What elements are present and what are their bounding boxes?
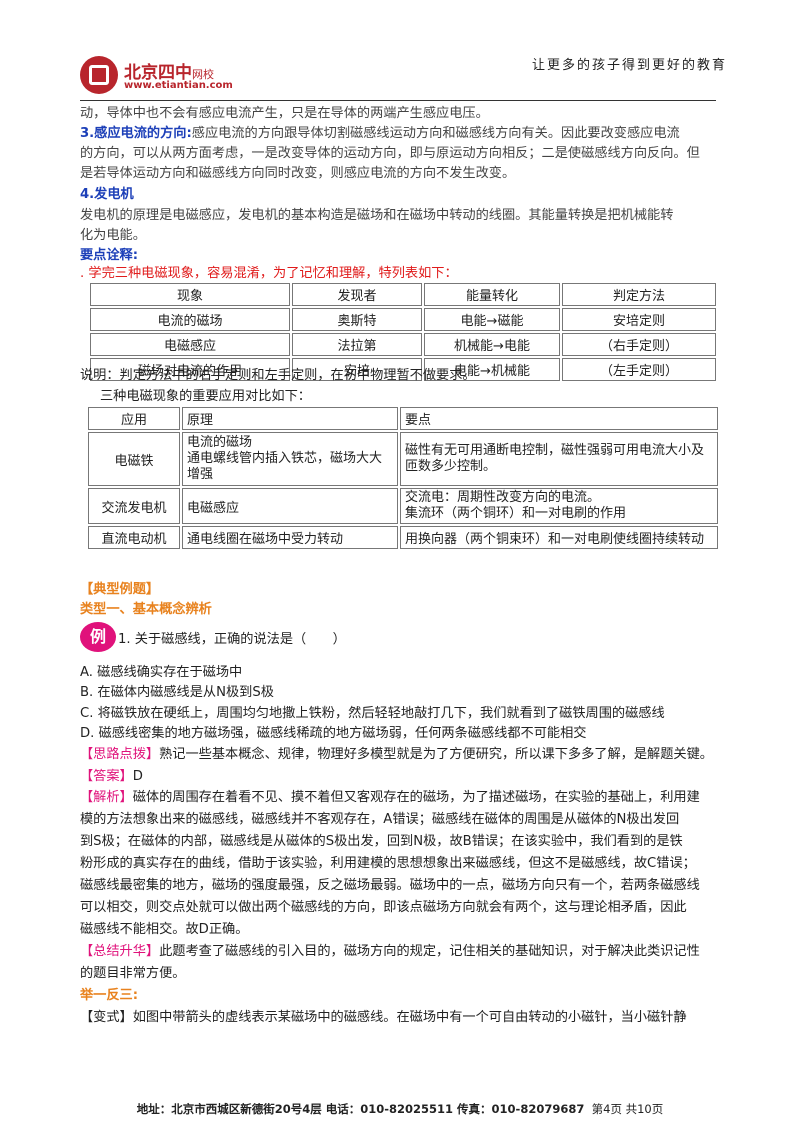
table-cell: 用换向器（两个铜束环）和一对电刷使线圈持续转动: [400, 526, 718, 549]
table-cell: （左手定则）: [562, 358, 716, 381]
question-1: 1. 关于磁感线，正确的说法是（ ）: [118, 632, 346, 647]
header-rule: [80, 100, 716, 101]
section-3-title: 3.感应电流的方向:: [80, 126, 192, 141]
table-cell: 通电线圈在磁场中受力转动: [182, 526, 398, 549]
table-cell: 电能→磁能: [424, 308, 560, 331]
paragraph-continued: 动，导体中也不会有感应电流产生，只是在导体的两端产生感应电压。: [80, 106, 489, 121]
table-cell: 电磁铁: [88, 432, 180, 486]
table-cell: 安培定则: [562, 308, 716, 331]
type-1-title: 类型一、基本概念辨析: [80, 602, 212, 617]
site-logo: 北京四中网校 www.etiantian.com: [80, 56, 260, 96]
analysis-label: 【解析】: [80, 790, 133, 805]
table-header-row: 现象 发现者 能量转化 判定方法: [90, 283, 716, 306]
answer-label: 【答案】: [80, 769, 133, 784]
answer-value: D: [132, 769, 143, 784]
analysis-line-6: 可以相交，则交点处就可以做出两个磁感线的方向，即该点磁场方向就会有两个，这与理论…: [80, 900, 687, 915]
option-a: A. 磁感线确实存在于磁场中: [80, 665, 243, 680]
table-cell: 电磁感应: [90, 333, 290, 356]
option-d: D. 磁感线密集的地方磁场强，磁感线稀疏的地方磁场弱，任何两条磁感线都不可能相交: [80, 726, 587, 741]
section-3-line-2: 的方向，可以从两方面考虑，一是改变导体的运动方向，即与原运动方向相反；二是使磁感…: [80, 146, 700, 161]
logo-url: www.etiantian.com: [124, 80, 233, 91]
table-header-cell: 应用: [88, 407, 180, 430]
logo-name: 北京四中网校: [124, 63, 214, 83]
section-3-line-1: 3.感应电流的方向:感应电流的方向跟导体切割磁感线运动方向和磁感线方向有关。因此…: [80, 126, 680, 141]
table-header-cell: 判定方法: [562, 283, 716, 306]
table-cell: 磁性有无可用通断电控制，磁性强弱可用电流大小及匝数多少控制。: [400, 432, 718, 486]
table-cell: 交流发电机: [88, 488, 180, 524]
applications-table: 应用 原理 要点 电磁铁 电流的磁场通电螺线管内插入铁芯，磁场大大增强 磁性有无…: [86, 405, 720, 551]
variant-line: 【变式】如图中带箭头的虚线表示某磁场中的磁感线。在磁场中有一个可自由转动的小磁针…: [80, 1010, 687, 1025]
option-c: C. 将磁铁放在硬纸上，周围均匀地撒上铁粉，然后轻轻地敲打几下，我们就看到了磁铁…: [80, 706, 665, 721]
table-cell: 电流的磁场: [90, 308, 290, 331]
analysis-line-2: 模的方法想象出来的磁感线，磁感线并不客观存在，A错误；磁感线在磁体的周围是从磁体…: [80, 812, 680, 827]
key-points-title: 要点诠释:: [80, 248, 139, 263]
phenomena-table: 现象 发现者 能量转化 判定方法 电流的磁场 奥斯特 电能→磁能 安培定则 电磁…: [88, 281, 718, 383]
section-4-line-1: 发电机的原理是电磁感应，发电机的基本构造是磁场和在磁场中转动的线圈。其能量转换是…: [80, 208, 674, 223]
table-row: 电流的磁场 奥斯特 电能→磁能 安培定则: [90, 308, 716, 331]
section-3-line-3: 是若导体运动方向和磁感线方向同时改变，则感应电流的方向不发生改变。: [80, 166, 516, 181]
table-header-cell: 现象: [90, 283, 290, 306]
footer-page-number: 第4页 共10页: [591, 1102, 664, 1116]
table-header-cell: 发现者: [292, 283, 422, 306]
note-text: 说明：判定方法中的右手定则和左手定则，在初中物理暂不做要求。: [80, 368, 476, 383]
table-row: 交流发电机 电磁感应 交流电：周期性改变方向的电流。集流环（两个铜环）和一对电刷…: [88, 488, 718, 524]
hint-line: 【思路点拨】熟记一些基本概念、规律，物理好多模型就是为了方便研究，所以课下多多了…: [80, 747, 713, 762]
table2-intro: 三种电磁现象的重要应用对比如下：: [100, 389, 311, 404]
table-header-cell: 原理: [182, 407, 398, 430]
summary-line-1: 【总结升华】此题考查了磁感线的引入目的，磁场方向的规定，记住相关的基础知识，对于…: [80, 944, 700, 959]
examples-title: 【典型例题】: [80, 582, 160, 597]
analysis-line-7: 磁感线不能相交。故D正确。: [80, 922, 249, 937]
table-header-cell: 能量转化: [424, 283, 560, 306]
page-footer: 地址：北京市西城区新德街20号4层 电话：010-82025511 传真：010…: [0, 1101, 800, 1117]
answer-line: 【答案】D: [80, 767, 143, 787]
analysis-line-1: 【解析】磁体的周围存在着看不见、摸不着但又客观存在的磁场，为了描述磁场，在实验的…: [80, 790, 700, 805]
logo-sub: 网校: [192, 68, 214, 81]
footer-address: 地址：北京市西城区新德街20号4层 电话：010-82025511 传真：010…: [136, 1102, 585, 1116]
summary-line-2: 的题目非常方便。: [80, 966, 186, 981]
analysis-line-5: 磁感线最密集的地方，磁场的强度最强，反之磁场最弱。磁场中的一点，磁场方向只有一个…: [80, 878, 700, 893]
header-slogan: 让更多的孩子得到更好的教育: [532, 58, 728, 73]
table-cell: 安培: [292, 358, 422, 381]
practice-title: 举一反三:: [80, 988, 139, 1003]
example-badge: 例: [80, 622, 116, 652]
table-header-row: 应用 原理 要点: [88, 407, 718, 430]
table-cell: 电磁感应: [182, 488, 398, 524]
hint-label: 【思路点拨】: [80, 747, 160, 762]
table-header-cell: 要点: [400, 407, 718, 430]
table-cell: 交流电：周期性改变方向的电流。集流环（两个铜环）和一对电刷的作用: [400, 488, 718, 524]
table-row: 磁场对电流的作用 安培 电能→机械能 （左手定则）: [90, 358, 716, 381]
summary-label: 【总结升华】: [80, 944, 160, 959]
table-row: 电磁铁 电流的磁场通电螺线管内插入铁芯，磁场大大增强 磁性有无可用通断电控制，磁…: [88, 432, 718, 486]
section-4-title: 4.发电机: [80, 187, 134, 202]
key-points-intro: . 学完三种电磁现象，容易混淆，为了记忆和理解，特列表如下：: [80, 266, 458, 281]
variant-label: 【变式】: [80, 1010, 133, 1025]
table-cell: 奥斯特: [292, 308, 422, 331]
logo-emblem-icon: [80, 56, 118, 94]
table-cell: 电流的磁场通电螺线管内插入铁芯，磁场大大增强: [182, 432, 398, 486]
table-cell: 电能→机械能: [424, 358, 560, 381]
table-cell: 磁场对电流的作用: [90, 358, 290, 381]
analysis-line-3: 到S极；在磁体的内部，磁感线是从磁体的S极出发，回到N极，故B错误；在该实验中，…: [80, 834, 683, 849]
table-row: 电磁感应 法拉第 机械能→电能 （右手定则）: [90, 333, 716, 356]
table-cell: 直流电动机: [88, 526, 180, 549]
table-cell: （右手定则）: [562, 333, 716, 356]
table-row: 直流电动机 通电线圈在磁场中受力转动 用换向器（两个铜束环）和一对电刷使线圈持续…: [88, 526, 718, 549]
section-4-line-2: 化为电能。: [80, 228, 146, 243]
option-b: B. 在磁体内磁感线是从N极到S极: [80, 685, 274, 700]
analysis-line-4: 粉形成的真实存在的曲线，借助于该实验，利用建模的思想想象出来磁感线，但这不是磁感…: [80, 856, 696, 871]
table-cell: 法拉第: [292, 333, 422, 356]
table-cell: 机械能→电能: [424, 333, 560, 356]
